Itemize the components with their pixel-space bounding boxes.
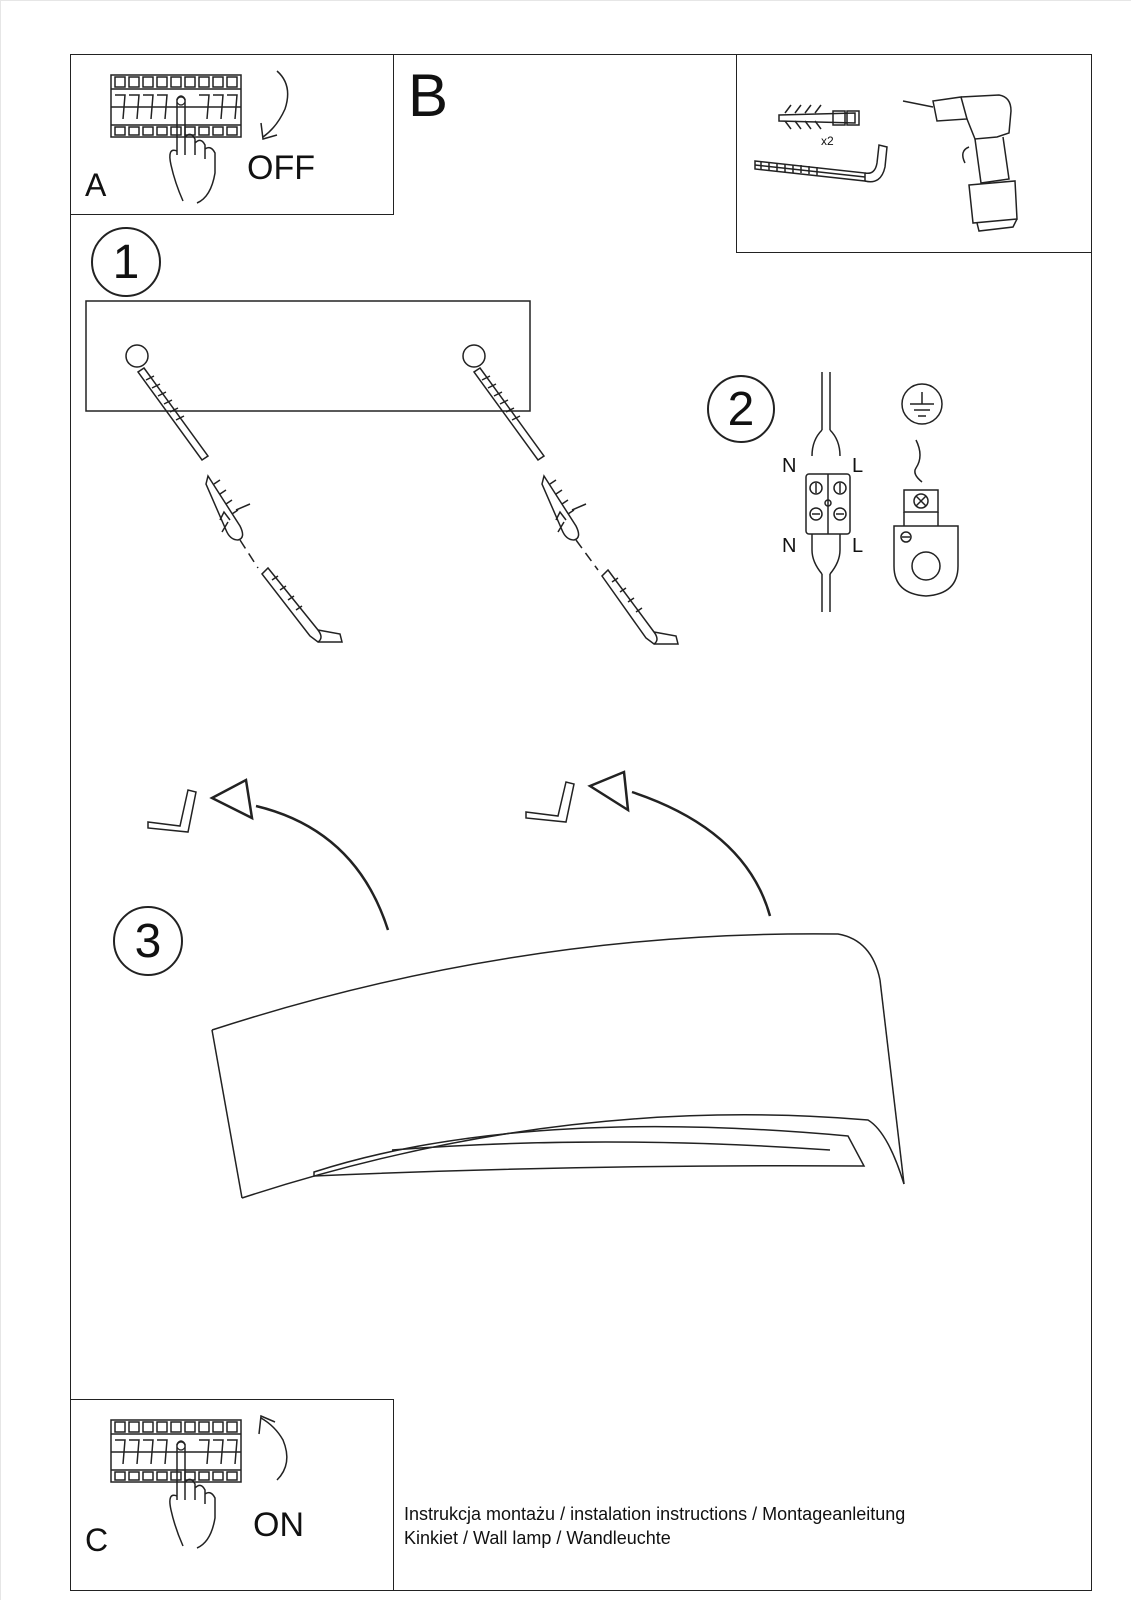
hook-right-icon	[525, 781, 575, 823]
footer-caption-instructions: Instrukcja montażu / instalation instruc…	[404, 1504, 906, 1524]
earth-symbol-icon	[901, 383, 943, 425]
panel-c-letter: C	[85, 1522, 109, 1558]
wire-l-top-label: L	[852, 455, 863, 477]
hook-screw-icon	[754, 144, 888, 183]
wall-lamp-icon	[211, 933, 905, 1199]
wire-n-top-label: N	[782, 455, 796, 477]
drill-hole-right	[462, 344, 486, 368]
off-label: OFF	[247, 149, 315, 187]
step-2-marker: 2	[707, 375, 775, 443]
instruction-frame	[70, 54, 1092, 1591]
panel-c: C ON	[70, 1399, 394, 1591]
earth-clamp-icon	[893, 489, 959, 597]
wall-anchor-icon	[778, 104, 860, 130]
step-1-marker: 1	[91, 227, 161, 297]
right-fixing-set	[472, 366, 679, 645]
wall-plate	[85, 300, 531, 412]
tools-illustration: x2	[754, 94, 1018, 232]
wire-n-bottom-label: N	[782, 535, 796, 557]
panel-b-letter: B	[408, 62, 449, 129]
step-2-wiring-illustration: N L N L	[782, 372, 959, 612]
drill-icon	[902, 94, 1018, 232]
breaker-panel-off-icon	[110, 70, 289, 204]
breaker-panel-on-icon	[110, 1414, 288, 1549]
left-fixing-set	[136, 366, 343, 643]
step-3-lamp-illustration	[147, 770, 905, 1199]
panel-a: A OFF	[70, 54, 394, 215]
tools-box: x2	[736, 54, 1092, 253]
wire-l-bottom-label: L	[852, 535, 863, 557]
hook-left-icon	[147, 789, 197, 833]
step-3-marker: 3	[113, 906, 183, 976]
arrow-right-icon	[631, 790, 772, 917]
anchor-quantity: x2	[821, 134, 834, 148]
footer-caption-product: Kinkiet / Wall lamp / Wandleuchte	[404, 1528, 671, 1548]
drill-hole-left	[125, 344, 149, 368]
step-1-mounting-illustration	[85, 300, 679, 645]
panel-a-letter: A	[85, 167, 107, 203]
arrow-left-icon	[255, 804, 390, 931]
on-label: ON	[253, 1506, 304, 1544]
